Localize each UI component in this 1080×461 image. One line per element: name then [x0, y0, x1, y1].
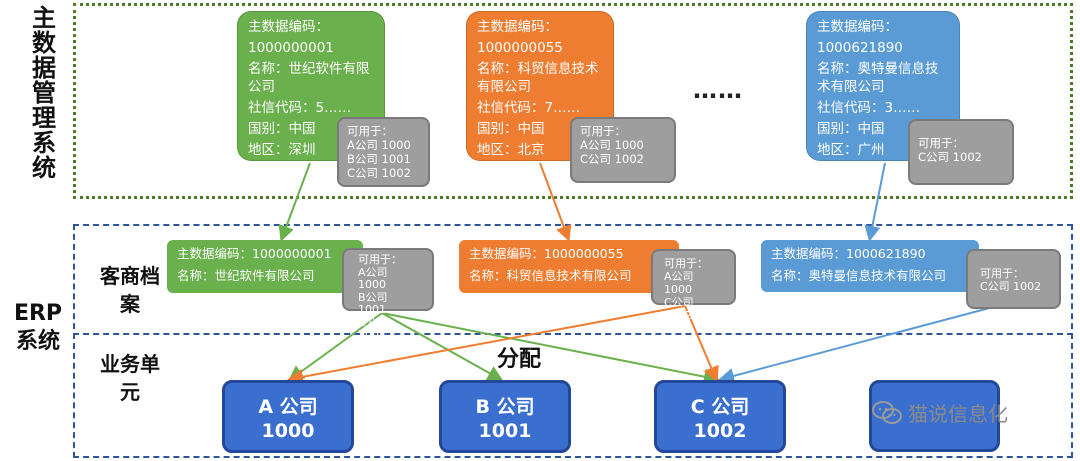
master-card-name-label: 名称： — [817, 61, 858, 77]
master-card-name: 科贸信息技术有限公司 — [477, 61, 599, 95]
master-card-name: 世纪软件有限公司 — [248, 61, 370, 95]
usable-item: C公司 1002 — [358, 315, 388, 341]
customer-card-code: 主数据编码：1000000055 — [469, 246, 624, 261]
arrow-orange-mdm-to-erp — [539, 162, 572, 242]
watermark: 猫说信息化 — [872, 398, 1008, 427]
usable-item: B公司 1001 — [347, 152, 411, 166]
customer-card-name: 名称：科贸信息技术有限公司 — [469, 268, 632, 283]
customer-usable-box-1: 可用于： A公司 1000 B公司 1001 C公司 1002 — [342, 248, 434, 341]
wechat-icon — [872, 400, 902, 424]
usable-item: C公司 1002 — [664, 296, 694, 322]
ellipsis: …… — [693, 76, 743, 104]
master-card-code-label: 主数据编码： — [477, 19, 558, 35]
master-card-credit: 社信代码：5…… — [248, 100, 352, 116]
usable-item: B公司 1001 — [358, 290, 388, 316]
usable-title: 可用于： — [918, 136, 964, 150]
master-card-name-label: 名称： — [248, 61, 289, 77]
usable-item: A公司 1000 — [347, 138, 411, 152]
customer-usable-box-2: 可用于： A公司 1000 C公司 1002 — [651, 249, 736, 322]
master-usable-box-3: 可用于： C公司 1002 — [908, 119, 1014, 185]
master-card-name-label: 名称： — [477, 61, 518, 77]
usable-item: C公司 1002 — [918, 150, 982, 164]
usable-title: 可用于： — [347, 124, 393, 138]
customer-card-code: 主数据编码：1000621890 — [771, 246, 926, 261]
business-unit-label: 业务单元 — [100, 352, 160, 404]
master-card-region: 地区：广州 — [817, 142, 885, 158]
master-card-region: 地区：深圳 — [248, 142, 316, 158]
master-card-country: 国别：中国 — [248, 121, 316, 137]
usable-item: A公司 1000 — [580, 138, 644, 152]
watermark-text: 猫说信息化 — [908, 402, 1008, 426]
customer-card-3: 主数据编码：1000621890 名称：奥特曼信息技术有限公司 — [761, 240, 979, 292]
arrow-blue-mdm-to-erp — [864, 162, 886, 242]
unit-code: 1002 — [693, 420, 747, 442]
arrow-orange-to-c — [684, 305, 719, 383]
unit-c: C 公司 1002 — [654, 380, 786, 453]
master-card-country: 国别：中国 — [477, 121, 545, 137]
master-card-credit: 社信代码：3…… — [817, 100, 921, 116]
unit-code: 1000 — [261, 420, 315, 442]
arrow-green-to-b — [381, 312, 504, 381]
unit-code: 1001 — [478, 420, 532, 442]
unit-a: A 公司 1000 — [222, 380, 354, 453]
arrow-green-to-a — [287, 312, 383, 382]
erp-divider — [73, 333, 1073, 335]
master-card-country: 国别：中国 — [817, 121, 885, 137]
master-card-name: 奥特曼信息技术有限公司 — [817, 61, 939, 95]
master-usable-box-2: 可用于： A公司 1000 C公司 1002 — [570, 117, 676, 183]
arrow-orange-to-a — [287, 305, 686, 385]
master-card-code: 1000000001 — [248, 40, 334, 56]
usable-item: C公司 1002 — [580, 152, 644, 166]
unit-name: B 公司 — [475, 396, 535, 418]
master-card-code: 1000621890 — [817, 40, 903, 56]
unit-name: A 公司 — [258, 396, 318, 418]
usable-item: A公司 1000 — [358, 265, 388, 291]
customer-card-2: 主数据编码：1000000055 名称：科贸信息技术有限公司 — [459, 240, 679, 293]
erp-system-label: ERP系统 — [13, 301, 63, 354]
usable-item: C公司 1002 — [347, 166, 411, 180]
customer-card-name: 名称：世纪软件有限公司 — [177, 268, 315, 283]
customer-archive-label: 客商档案 — [100, 264, 160, 316]
arrow-blue-to-c — [718, 301, 1013, 384]
usable-item: A公司 1000 — [664, 270, 694, 296]
usable-title: 可用于： — [358, 253, 402, 266]
usable-title: 可用于： — [664, 257, 708, 270]
unit-name: C 公司 — [690, 396, 750, 418]
customer-usable-box-3: 可用于： C公司 1002 — [966, 249, 1061, 309]
customer-card-code: 主数据编码：1000000001 — [177, 246, 332, 261]
master-card-code: 1000000055 — [477, 40, 563, 56]
unit-b: B 公司 1001 — [439, 380, 571, 453]
customer-card-name: 名称：奥特曼信息技术有限公司 — [771, 268, 947, 283]
usable-title: 可用于： — [980, 267, 1024, 280]
master-card-code-label: 主数据编码： — [248, 19, 329, 35]
mdm-region — [73, 3, 1073, 199]
master-card-code-label: 主数据编码： — [817, 19, 898, 35]
customer-card-1: 主数据编码：1000000001 名称：世纪软件有限公司 — [167, 240, 363, 293]
master-card-credit: 社信代码：7…… — [477, 100, 581, 116]
arrow-green-mdm-to-erp — [278, 162, 311, 242]
usable-title: 可用于： — [580, 124, 626, 138]
master-usable-box-1: 可用于： A公司 1000 B公司 1001 C公司 1002 — [337, 117, 430, 187]
allocate-label: 分配 — [497, 347, 542, 372]
unit-empty — [869, 380, 1000, 452]
mdm-system-label: 主数据管理系统 — [32, 4, 56, 182]
arrow-green-to-c — [381, 312, 720, 385]
erp-region — [73, 224, 1073, 458]
usable-item: C公司 1002 — [980, 280, 1042, 293]
master-card-region: 地区：北京 — [477, 142, 545, 158]
